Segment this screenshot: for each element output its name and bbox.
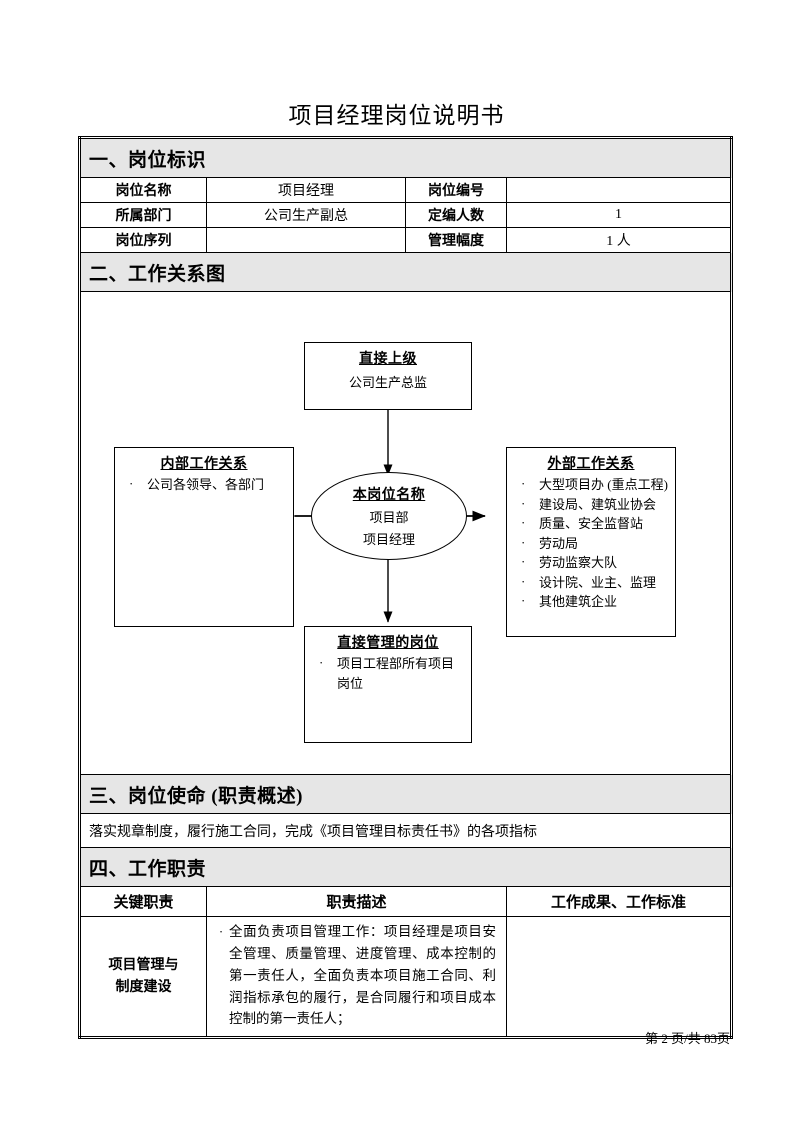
field-value-job-series	[206, 227, 406, 253]
internal-relations-list: 公司各领导、各部门	[115, 474, 293, 495]
list-item: 项目工程部所有项目岗位	[319, 653, 465, 693]
list-item: 公司各领导、各部门	[129, 474, 287, 495]
superior-title: 直接上级	[359, 352, 417, 367]
field-value-job-name: 项目经理	[206, 177, 406, 203]
table-row: 项目管理与 制度建设 · 全面负责项目管理工作：项目经理是项目安全管理、质量管理…	[79, 915, 733, 1039]
relationship-diagram-row: 直接上级 公司生产总监 内部工作关系 公司各领导、各部门 本岗位名称 项目部	[78, 291, 733, 775]
list-item: 设计院、业主、监理	[521, 572, 669, 593]
mission-body-row: 落实规章制度，履行施工合同，完成《项目管理目标责任书》的各项指标	[78, 813, 733, 848]
list-item: 其他建筑企业	[521, 591, 669, 612]
duties-header-row: 关键职责 职责描述 工作成果、工作标准	[79, 886, 733, 917]
field-label-department: 所属部门	[79, 202, 207, 228]
section-relations-banner-row: 二、工作关系图	[78, 252, 733, 292]
field-label-job-series: 岗位序列	[79, 227, 207, 253]
current-position-line1: 项目部	[369, 510, 409, 525]
duties-column-key: 关键职责	[79, 886, 207, 917]
field-label-span: 管理幅度	[405, 227, 507, 253]
duties-column-output: 工作成果、工作标准	[505, 886, 733, 917]
section-heading-identity: 一、岗位标识	[78, 137, 733, 178]
subordinates-title: 直接管理的岗位	[337, 636, 439, 651]
relationship-diagram: 直接上级 公司生产总监 内部工作关系 公司各领导、各部门 本岗位名称 项目部	[81, 292, 731, 774]
external-relations-title: 外部工作关系	[547, 457, 635, 472]
duty-key-line1: 项目管理与	[108, 957, 179, 973]
subordinates-list: 项目工程部所有项目岗位	[305, 653, 471, 693]
diagram-ellipse-current-position: 本岗位名称 项目部 项目经理	[311, 472, 467, 560]
internal-relations-title: 内部工作关系	[160, 457, 248, 472]
current-position-line2: 项目经理	[362, 532, 415, 547]
superior-subtitle: 公司生产总监	[348, 375, 427, 390]
list-item: 质量、安全监督站	[521, 513, 669, 534]
external-relations-list: 大型项目办 (重点工程) 建设局、建筑业协会 质量、安全监督站 劳动局 劳动监察…	[507, 474, 675, 612]
table-row: 岗位名称 项目经理 岗位编号	[79, 177, 733, 203]
section-identity-banner-row: 一、岗位标识	[78, 137, 733, 178]
table-row: 岗位序列 管理幅度 1 人	[79, 227, 733, 253]
duties-column-description: 职责描述	[206, 886, 507, 917]
list-item: 劳动监察大队	[521, 552, 669, 573]
diagram-box-subordinates: 直接管理的岗位 项目工程部所有项目岗位	[304, 626, 472, 743]
job-description-table: 一、岗位标识 岗位名称 项目经理 岗位编号 所属部门 公司生产副总 定编人数 1…	[78, 136, 734, 1040]
duty-output-cell	[505, 915, 733, 1039]
page-footer: 第 2 页/共 83页	[645, 1031, 730, 1046]
field-value-span: 1 人	[505, 227, 733, 253]
list-item: 建设局、建筑业协会	[521, 494, 669, 515]
page-title: 项目经理岗位说明书	[288, 103, 505, 128]
field-label-job-name: 岗位名称	[79, 177, 207, 203]
bullet-icon: ·	[218, 924, 224, 939]
section-duties-banner-row: 四、工作职责	[78, 847, 733, 887]
field-value-headcount: 1	[505, 202, 733, 228]
diagram-box-external-relations: 外部工作关系 大型项目办 (重点工程) 建设局、建筑业协会 质量、安全监督站 劳…	[506, 447, 676, 637]
section-heading-duties: 四、工作职责	[78, 847, 733, 887]
duty-description-cell: · 全面负责项目管理工作：项目经理是项目安全管理、质量管理、进度管理、成本控制的…	[206, 915, 507, 1039]
list-item: 大型项目办 (重点工程)	[521, 474, 669, 495]
duty-description-text: 全面负责项目管理工作：项目经理是项目安全管理、质量管理、进度管理、成本控制的第一…	[229, 924, 496, 1027]
diagram-box-superior: 直接上级 公司生产总监	[304, 342, 472, 410]
section-heading-mission: 三、岗位使命 (职责概述)	[78, 774, 733, 814]
duty-key-line2: 制度建设	[115, 979, 172, 995]
field-value-job-code	[505, 177, 733, 203]
field-label-headcount: 定编人数	[405, 202, 507, 228]
field-value-department: 公司生产副总	[206, 202, 406, 228]
section-mission-banner-row: 三、岗位使命 (职责概述)	[78, 774, 733, 814]
current-position-title: 本岗位名称	[352, 488, 426, 503]
relationship-diagram-cell: 直接上级 公司生产总监 内部工作关系 公司各领导、各部门 本岗位名称 项目部	[78, 291, 733, 775]
list-item: 劳动局	[521, 533, 669, 554]
mission-body-text: 落实规章制度，履行施工合同，完成《项目管理目标责任书》的各项指标	[78, 813, 733, 848]
section-heading-relations: 二、工作关系图	[78, 252, 733, 292]
diagram-box-internal-relations: 内部工作关系 公司各领导、各部门	[114, 447, 294, 627]
table-row: 所属部门 公司生产副总 定编人数 1	[79, 202, 733, 228]
field-label-job-code: 岗位编号	[405, 177, 507, 203]
duty-key-cell: 项目管理与 制度建设	[79, 915, 207, 1039]
